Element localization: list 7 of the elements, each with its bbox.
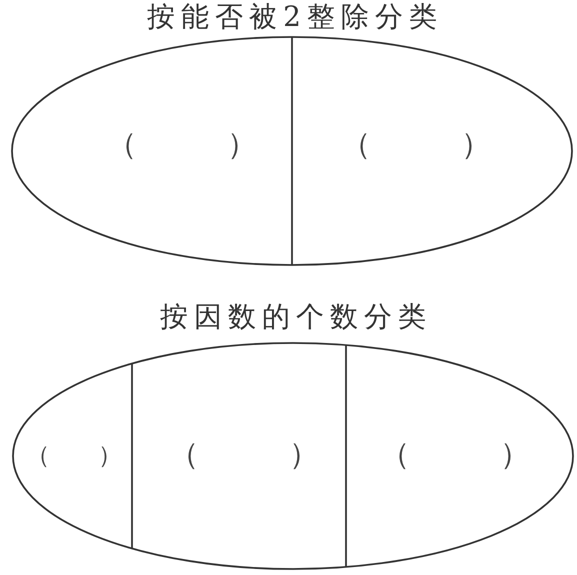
answer-blank: （ ）	[341, 130, 491, 160]
answer-blank: （ ）	[169, 440, 319, 470]
answer-blank: （ ）	[26, 442, 122, 467]
heading: 按能否被2整除分类	[146, 0, 443, 34]
answer-blank: （ ）	[107, 130, 257, 160]
answer-blank: （ ）	[380, 440, 530, 470]
heading: 按因数的个数分类	[159, 300, 432, 334]
